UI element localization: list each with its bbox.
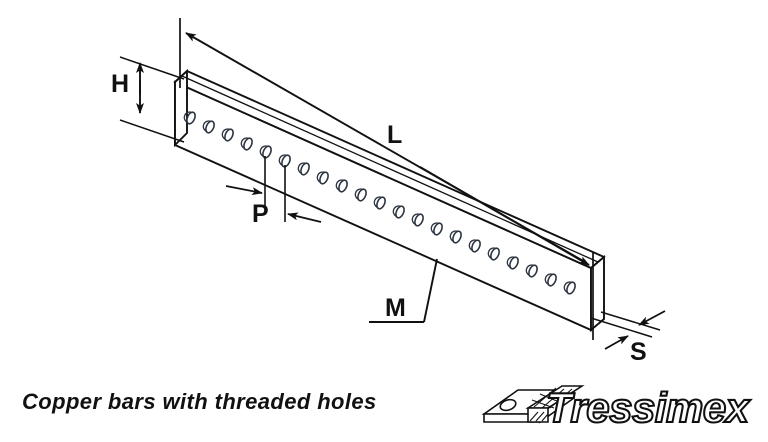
threaded-hole <box>354 188 367 202</box>
threaded-hole <box>430 222 443 236</box>
height-extension-line-bottom <box>119 119 185 143</box>
dimension-pitch <box>225 156 322 223</box>
length-dimension-line-arrow-right <box>419 166 590 266</box>
bar-left-end-face <box>174 68 188 148</box>
bar-with-hole-icon <box>481 385 585 424</box>
length-dimension-label: L <box>387 121 402 149</box>
brand-wordmark: Tressimex <box>546 384 751 431</box>
threaded-hole <box>392 205 405 219</box>
threaded-hole <box>373 196 386 210</box>
thickness-leader-line <box>590 317 653 338</box>
threaded-hole <box>297 162 310 176</box>
threaded-hole <box>506 256 519 270</box>
threaded-hole <box>240 137 253 151</box>
threaded-hole <box>183 111 196 125</box>
dimension-thickness <box>590 310 666 350</box>
threaded-hole <box>487 247 500 261</box>
height-extension-line-top <box>119 56 185 80</box>
pitch-dimension-label: P <box>252 200 269 228</box>
thread-callout-label: M <box>385 294 406 322</box>
threaded-hole <box>221 128 234 142</box>
thread-callout-leader <box>369 258 438 323</box>
pitch-dimension-arrow-right <box>287 212 322 223</box>
thickness-dimension-label: S <box>630 338 647 366</box>
threaded-hole-row <box>183 111 576 295</box>
thickness-dimension-arrow-lower <box>604 335 629 350</box>
threaded-hole <box>335 179 348 193</box>
bar-body <box>173 68 606 333</box>
bar-right-end-face <box>590 254 605 333</box>
threaded-hole <box>468 239 481 253</box>
height-dimension-label: H <box>111 70 129 98</box>
thread-leader-diagonal <box>423 258 438 323</box>
thickness-leader-line-2 <box>600 311 661 331</box>
tressimex-logo: Tressimex <box>481 383 752 432</box>
threaded-hole <box>449 230 462 244</box>
threaded-hole <box>525 264 538 278</box>
pitch-dimension-arrow-left <box>225 185 263 196</box>
threaded-hole <box>544 273 557 287</box>
threaded-hole <box>278 154 291 168</box>
figure-caption: Copper bars with threaded holes <box>22 389 377 414</box>
brand-logo: Tressimex <box>478 378 764 436</box>
dimension-height <box>119 56 185 143</box>
threaded-hole <box>411 213 424 227</box>
threaded-hole <box>563 281 576 295</box>
dimension-length <box>179 18 594 340</box>
thickness-dimension-arrow-upper <box>638 310 666 326</box>
threaded-hole <box>202 120 215 134</box>
threaded-hole <box>316 171 329 185</box>
